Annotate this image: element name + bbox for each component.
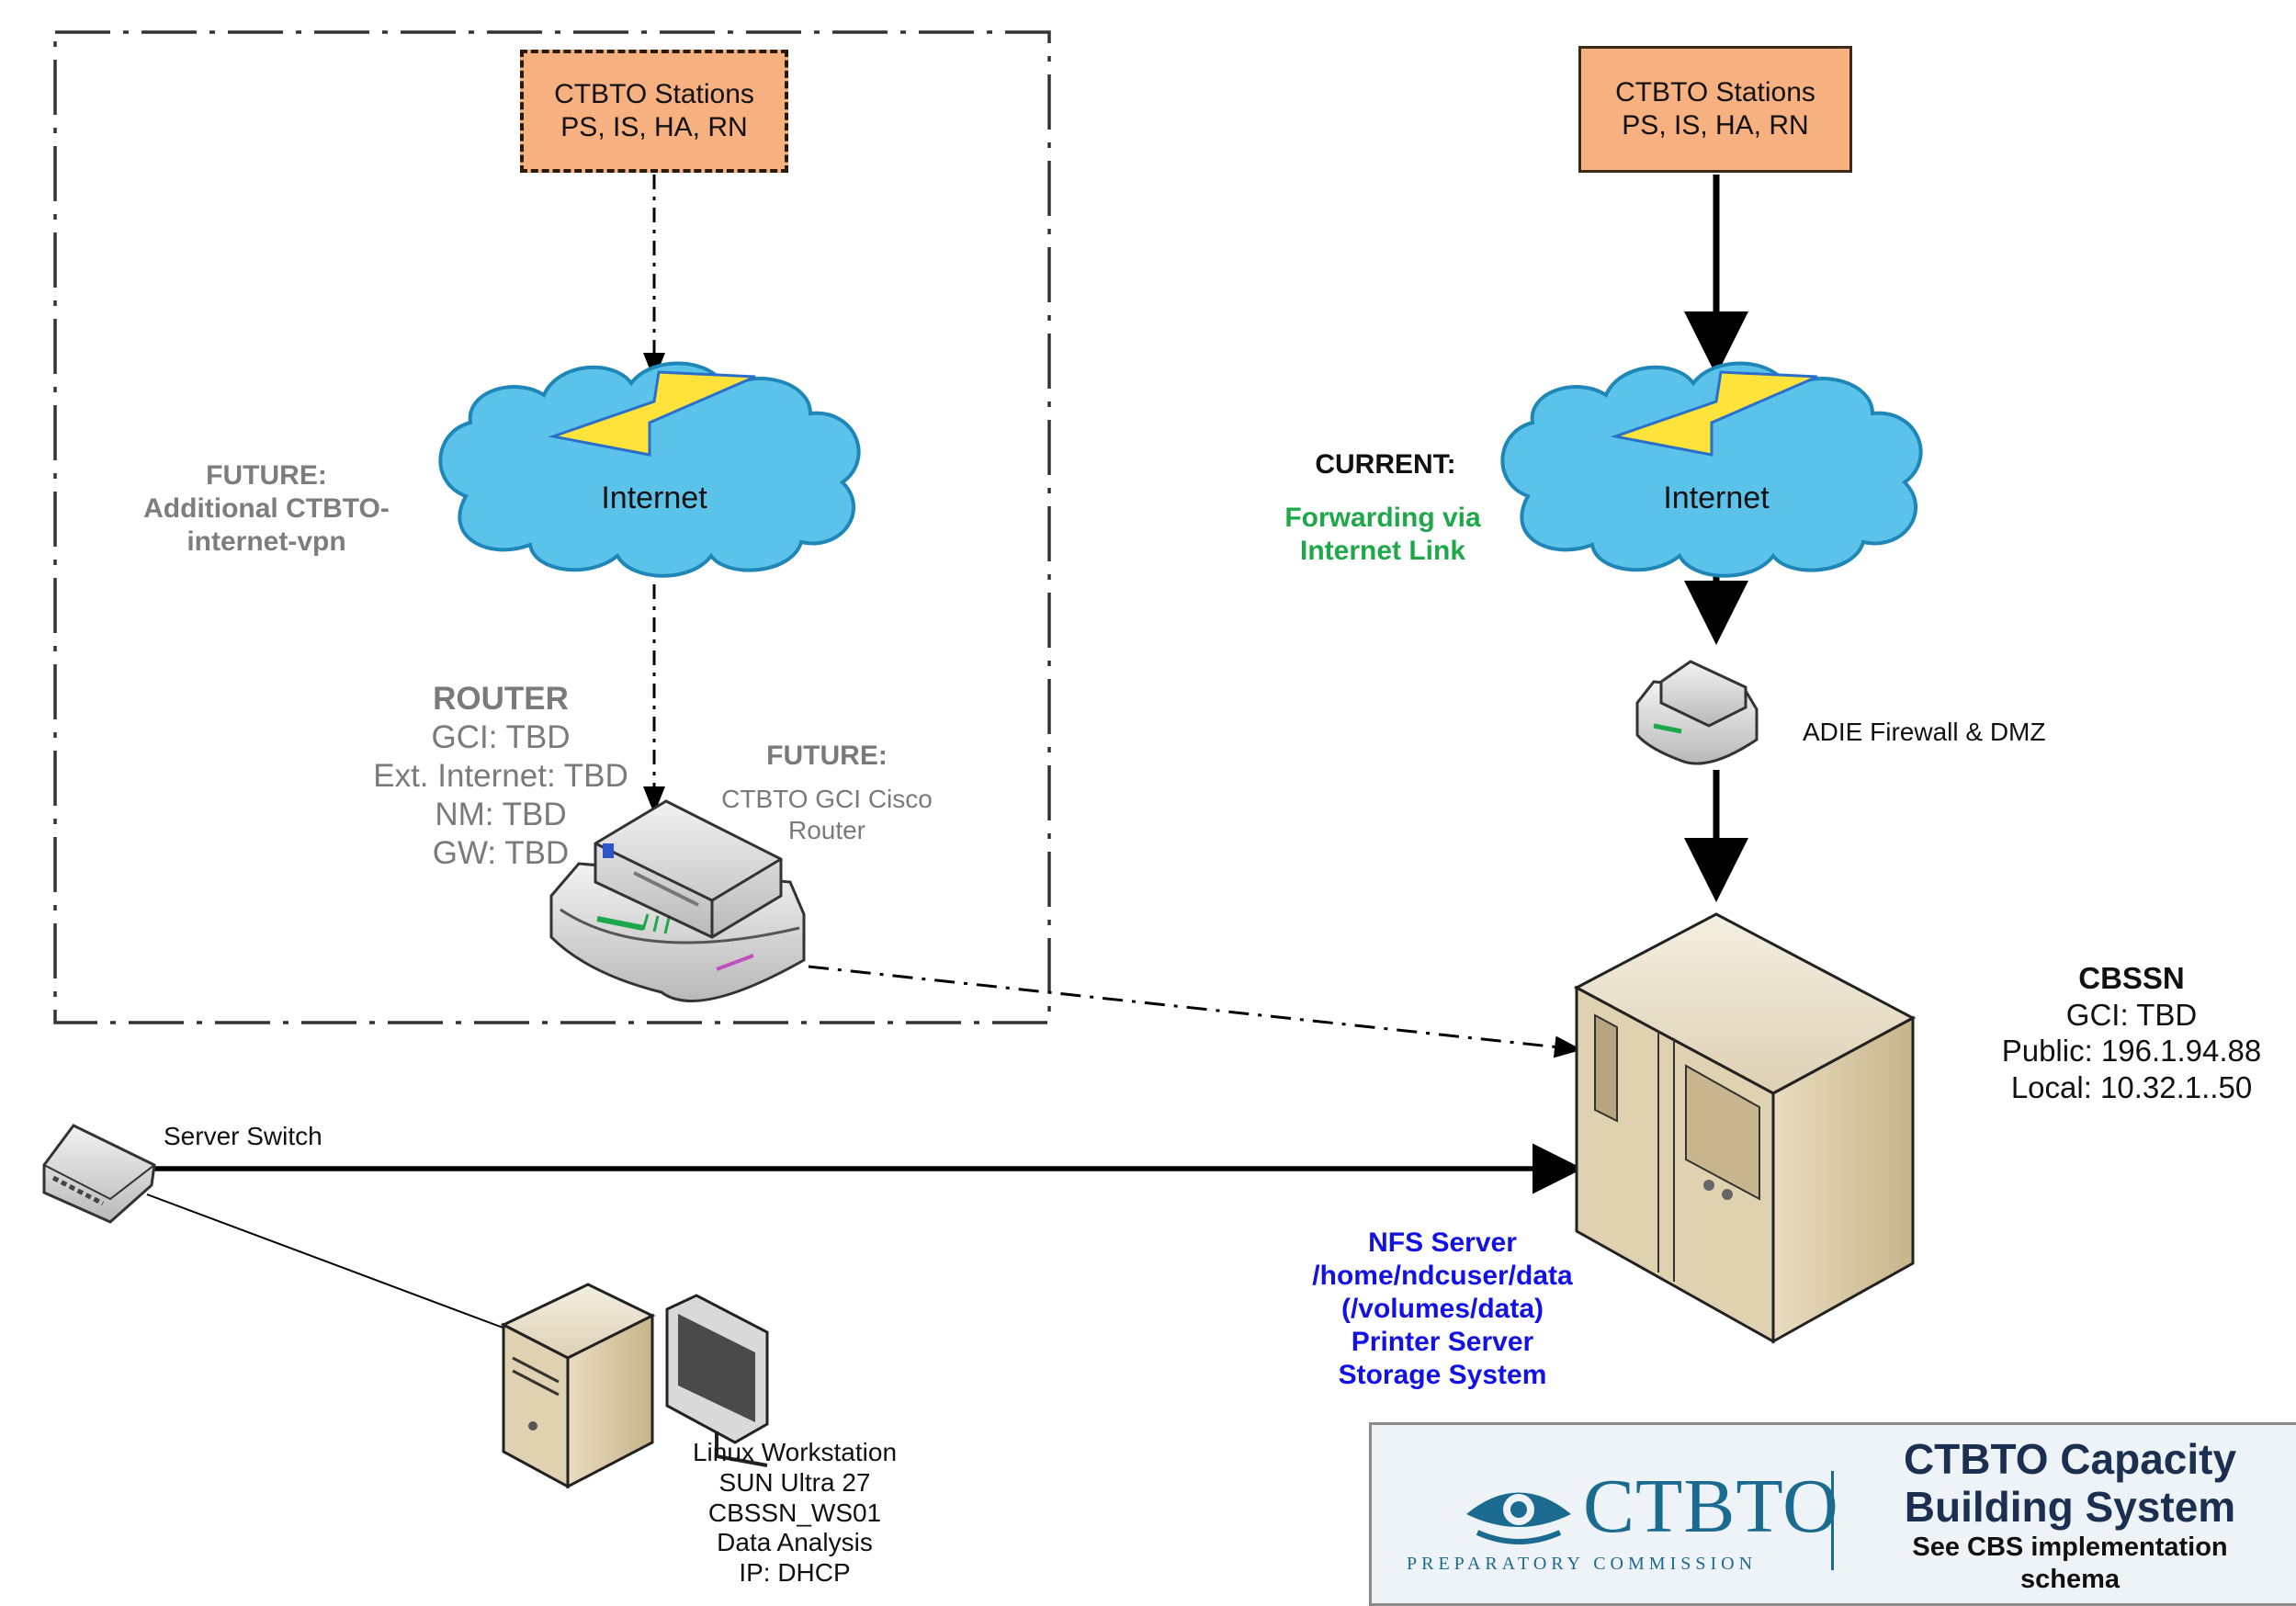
nfs-label: NFS Server /home/ndcuser/data (/volumes/…	[1268, 1227, 1617, 1392]
cbssn-title: CBSSN	[2078, 961, 2185, 995]
future-vpn-line2: Additional CTBTO-	[143, 493, 390, 524]
ctbto-subline: PREPARATORY COMMISSION	[1407, 1554, 1758, 1574]
router-title: ROUTER	[433, 681, 569, 717]
cbssn-label: CBSSN GCI: TBD Public: 196.1.94.88 Local…	[1966, 960, 2296, 1105]
nfs-line5: Storage System	[1338, 1360, 1547, 1390]
future-vpn-line1: FUTURE:	[206, 460, 327, 491]
future-router-line3: Router	[787, 815, 866, 844]
future-router-line1: FUTURE:	[766, 741, 888, 771]
internet-label-current: Internet	[1663, 481, 1770, 515]
banner-note-line2: schema	[2019, 1565, 2120, 1595]
ctbto-banner: CTBTO PREPARATORY COMMISSION CTBTO Capac…	[1369, 1422, 2296, 1606]
workstation-line5: IP: DHCP	[739, 1558, 851, 1587]
router-info-label: ROUTER GCI: TBD Ext. Internet: TBD NM: T…	[276, 680, 726, 873]
workstation-icon	[500, 1283, 656, 1489]
nfs-line2: /home/ndcuser/data	[1312, 1261, 1573, 1291]
workstation-label: Linux Workstation SUN Ultra 27 CBSSN_WS0…	[643, 1438, 946, 1589]
banner-title-line1: CTBTO Capacity	[1903, 1435, 2237, 1483]
server-icon	[1573, 912, 1917, 1344]
future-stations-box: CTBTO Stations PS, IS, HA, RN	[520, 50, 788, 173]
forwarding-line1: Forwarding via	[1284, 503, 1481, 533]
firewall-icon	[1635, 660, 1759, 765]
router-nm: NM: TBD	[435, 797, 567, 832]
cloud-icon	[1500, 361, 1923, 578]
future-router-line2: CTBTO GCI Cisco	[721, 785, 933, 813]
current-label: CURRENT:	[1315, 449, 1456, 480]
lightning-icon	[548, 370, 756, 457]
workstation-line1: Linux Workstation	[692, 1438, 898, 1466]
router-ext: Ext. Internet: TBD	[373, 758, 628, 794]
cbssn-local: Local: 10.32.1..50	[2010, 1069, 2253, 1104]
future-link-router-server	[808, 965, 1582, 1058]
nfs-line3: (/volumes/data)	[1340, 1294, 1544, 1324]
nfs-line1: NFS Server	[1368, 1227, 1517, 1258]
future-router-label: FUTURE: CTBTO GCI Cisco Router	[680, 740, 974, 845]
station-line2: PS, IS, HA, RN	[560, 112, 748, 142]
switch-icon	[42, 1124, 156, 1224]
switch-to-workstation-link	[146, 1193, 506, 1329]
lightning-icon	[1610, 370, 1818, 457]
banner-note: See CBS implementation schema	[1854, 1532, 2286, 1597]
forwarding-label: Forwarding via Internet Link	[1250, 502, 1516, 568]
cbssn-public: Public: 196.1.94.88	[2001, 1034, 2262, 1069]
station-line2: PS, IS, HA, RN	[1622, 110, 1809, 141]
banner-divider	[1831, 1471, 1834, 1570]
workstation-line4: Data Analysis	[717, 1528, 873, 1557]
router-gci: GCI: TBD	[431, 719, 571, 755]
nfs-line4: Printer Server	[1351, 1327, 1534, 1357]
current-stations-box: CTBTO Stations PS, IS, HA, RN	[1578, 46, 1852, 173]
cloud-icon	[438, 361, 861, 578]
internet-label-future: Internet	[601, 481, 707, 515]
ctbto-wordmark: CTBTO	[1583, 1464, 1839, 1549]
monitor-icon	[665, 1294, 769, 1467]
station-line1: CTBTO Stations	[554, 79, 754, 109]
ctbto-logo	[1466, 1492, 1571, 1544]
switch-label: Server Switch	[164, 1122, 322, 1150]
workstation-line3: CBSSN_WS01	[707, 1498, 882, 1527]
firewall-label: ADIE Firewall & DMZ	[1803, 718, 2046, 746]
banner-title: CTBTO Capacity Building System	[1854, 1435, 2286, 1531]
banner-title-line2: Building System	[1904, 1482, 2236, 1531]
future-vpn-line3: internet-vpn	[187, 526, 346, 557]
station-line1: CTBTO Stations	[1615, 77, 1815, 107]
cbssn-gci: GCI: TBD	[2065, 997, 2198, 1032]
future-vpn-label: FUTURE: Additional CTBTO- internet-vpn	[101, 459, 432, 559]
router-icon	[549, 799, 806, 1002]
future-enclosure	[53, 30, 1051, 1024]
banner-note-line1: See CBS implementation	[1912, 1532, 2228, 1562]
workstation-line2: SUN Ultra 27	[718, 1467, 871, 1497]
router-gw: GW: TBD	[432, 835, 570, 871]
forwarding-line2: Internet Link	[1299, 536, 1465, 566]
